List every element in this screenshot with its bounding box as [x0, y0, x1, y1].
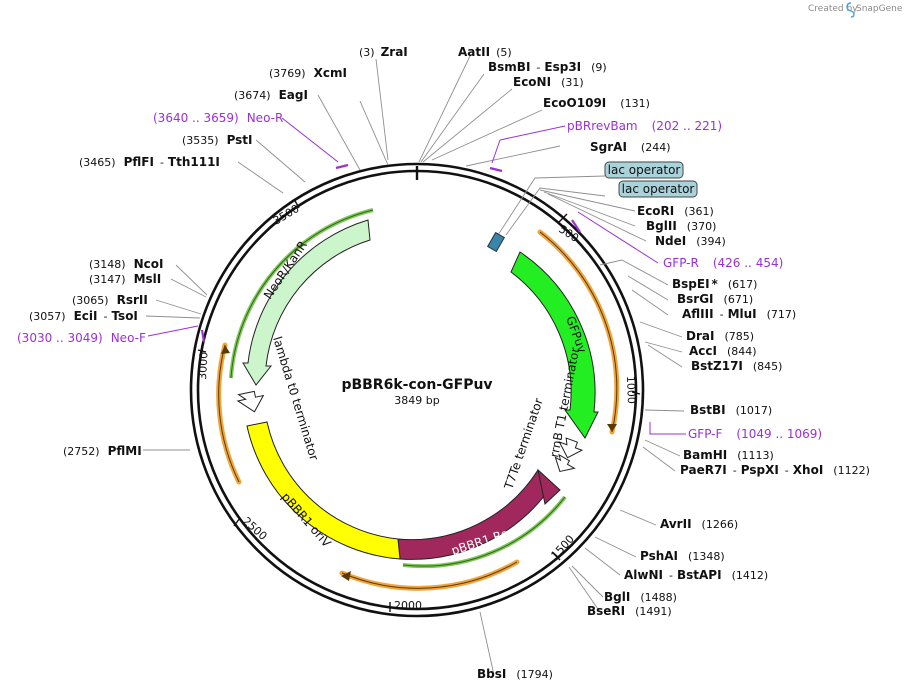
- svg-text:BbsI(1794): BbsI(1794): [477, 667, 553, 681]
- svg-text:PshAI(1348): PshAI(1348): [640, 549, 725, 563]
- site-labels-right: AatII(5) BsmBI-Esp3I(9) EcoNI(31) EcoO10…: [458, 45, 870, 681]
- rrnb-terminator-mark: [558, 437, 584, 459]
- svg-text:lac operator: lac operator: [608, 163, 681, 177]
- svg-text:(2752)PflMI: (2752)PflMI: [63, 444, 142, 458]
- t7te-terminator-mark: [554, 453, 576, 473]
- svg-text:(3465)PflFI-Tth111I: (3465)PflFI-Tth111I: [79, 155, 220, 169]
- snapgene-watermark: Created by SnapGene: [808, 2, 903, 18]
- primer-marks: [147, 117, 686, 435]
- svg-text:BsrGI(671): BsrGI(671): [677, 292, 753, 306]
- svg-text:BseRI(1491): BseRI(1491): [587, 604, 672, 618]
- svg-text:lac operator: lac operator: [622, 182, 695, 196]
- svg-text:EcoNI(31): EcoNI(31): [513, 75, 584, 89]
- svg-text:BsmBI-Esp3I(9): BsmBI-Esp3I(9): [488, 60, 607, 74]
- lac-operator-label-1: lac operator: [604, 161, 684, 179]
- svg-text:BglI(1488): BglI(1488): [604, 590, 677, 604]
- primer-labels: pBRrevBam(202 .. 221) GFP-R(426 .. 454) …: [17, 111, 822, 441]
- feature-pbbr1-oriv: [246, 421, 401, 560]
- svg-text:(3030 .. 3049)Neo-F: (3030 .. 3049)Neo-F: [17, 331, 146, 345]
- watermark-text: Created by: [808, 4, 858, 14]
- feature-label-lambda: lambda t0 terminator: [270, 335, 321, 462]
- snapgene-logo-icon: [846, 2, 855, 18]
- svg-text:(3065)RsrII: (3065)RsrII: [72, 293, 148, 307]
- svg-text:AvrII(1266): AvrII(1266): [660, 517, 738, 531]
- svg-text:BspEI*(617): BspEI*(617): [672, 277, 757, 291]
- tick-2000: 2000: [394, 599, 422, 612]
- svg-text:PaeR7I-PspXI-XhoI(1122): PaeR7I-PspXI-XhoI(1122): [680, 463, 870, 477]
- svg-text:(3148)NcoI: (3148)NcoI: [89, 257, 163, 271]
- svg-text:(3640 .. 3659)Neo-R: (3640 .. 3659)Neo-R: [153, 111, 283, 125]
- watermark-brand: SnapGene: [856, 4, 903, 14]
- svg-text:pBRrevBam(202 .. 221): pBRrevBam(202 .. 221): [567, 119, 722, 133]
- lac-operator-label-2: lac operator: [618, 180, 698, 198]
- svg-text:BstBI(1017): BstBI(1017): [690, 403, 772, 417]
- lac-operator-mark: [486, 231, 506, 253]
- svg-text:AccI(844): AccI(844): [689, 344, 757, 358]
- svg-text:BstZ17I(845): BstZ17I(845): [691, 359, 782, 373]
- orf-arcs: [216, 208, 620, 591]
- svg-text:(3)ZraI: (3)ZraI: [359, 45, 408, 59]
- lambda-terminator-mark: [236, 390, 265, 413]
- svg-text:(3535)PstI: (3535)PstI: [182, 133, 253, 147]
- tick-marks: [197, 198, 641, 612]
- feature-gfpuv: [510, 251, 599, 439]
- plasmid-title: pBBR6k-con-GFPuv: [341, 377, 492, 393]
- svg-text:(3769)XcmI: (3769)XcmI: [269, 66, 347, 80]
- tick-3000: 3000: [196, 352, 210, 381]
- svg-text:AflIII-MluI(717): AflIII-MluI(717): [682, 307, 796, 321]
- svg-text:SgrAI(244): SgrAI(244): [590, 140, 671, 154]
- svg-text:DraI(785): DraI(785): [686, 329, 754, 343]
- svg-text:NdeI(394): NdeI(394): [655, 234, 726, 248]
- svg-text:AatII(5): AatII(5): [458, 45, 512, 59]
- leader-lines: [143, 55, 685, 676]
- svg-text:BamHI(1113): BamHI(1113): [683, 448, 774, 462]
- tick-1500: 1500: [549, 533, 577, 563]
- svg-text:GFP-R(426 .. 454): GFP-R(426 .. 454): [663, 256, 783, 270]
- svg-text:(3147)MslI: (3147)MslI: [89, 272, 161, 286]
- svg-text:(3057)EciI-TsoI: (3057)EciI-TsoI: [29, 309, 138, 323]
- plasmid-length: 3849 bp: [394, 394, 439, 407]
- svg-text:(3674)EagI: (3674)EagI: [234, 88, 308, 102]
- svg-text:GFP-F(1049 .. 1069): GFP-F(1049 .. 1069): [688, 427, 822, 441]
- svg-text:EcoO109I(131): EcoO109I(131): [543, 96, 650, 110]
- svg-text:BglII(370): BglII(370): [646, 219, 716, 233]
- backbone-outer: [189, 162, 645, 618]
- tick-1000: 1000: [624, 376, 638, 404]
- site-labels-left: (3)ZraI (3769)XcmI (3674)EagI (3535)PstI…: [29, 45, 408, 458]
- feature-neor-kanr: [242, 219, 371, 386]
- svg-text:EcoRI(361): EcoRI(361): [637, 204, 714, 218]
- svg-text:AlwNI-BstAPI(1412): AlwNI-BstAPI(1412): [624, 568, 768, 582]
